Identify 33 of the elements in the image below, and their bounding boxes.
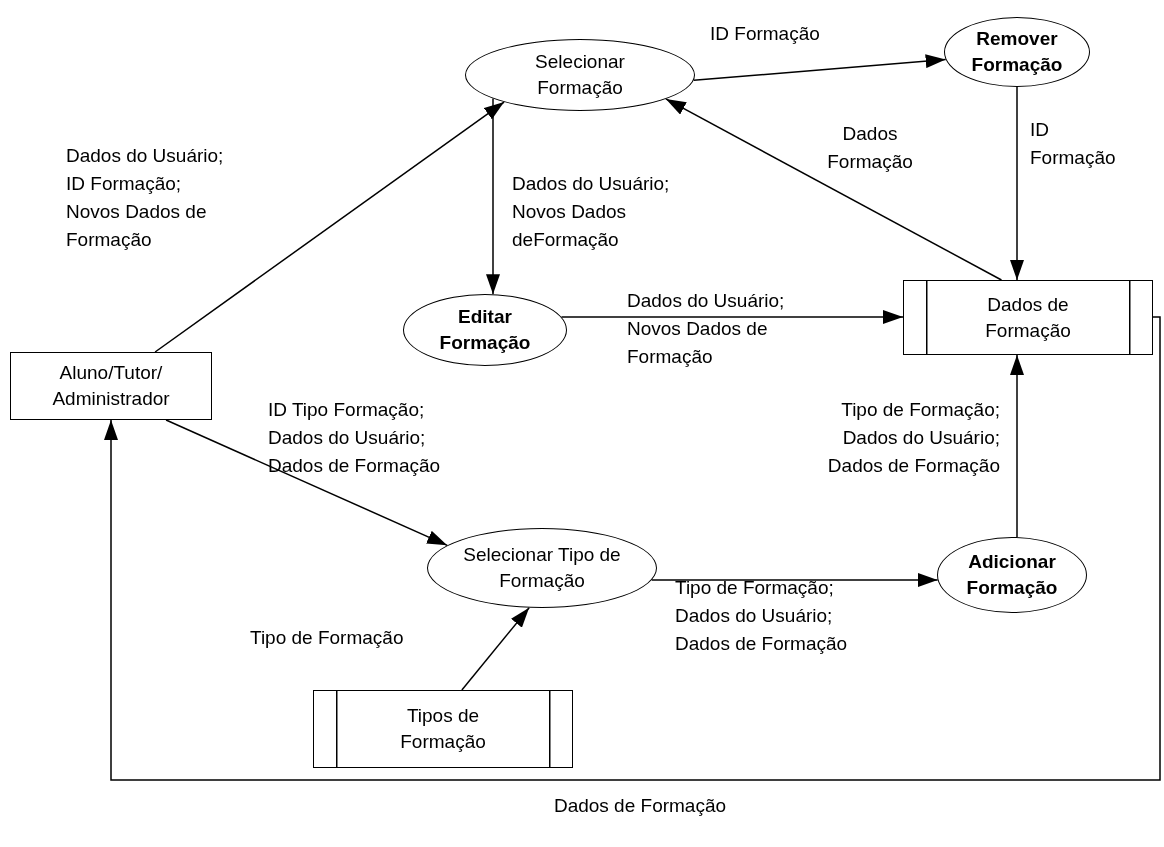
external-entity-box <box>10 352 212 420</box>
node-label: Editar Formação <box>438 305 532 355</box>
node-label: Selecionar Formação <box>534 50 626 100</box>
data-flow-arrow <box>461 607 530 691</box>
edge-label: Dados do Usuário; Novos Dados deFormação <box>512 172 671 252</box>
data-flow-arrow <box>693 54 947 81</box>
edge-label: ID Formação <box>1030 118 1117 170</box>
node-label: Tipos de Formação <box>399 704 487 754</box>
node-label: Aluno/Tutor/ Administrador <box>51 361 171 411</box>
data-flow-arrow <box>1010 86 1024 281</box>
data-flow-arrow <box>165 419 448 547</box>
node-label: Remover Formação <box>970 27 1064 77</box>
data-store <box>903 280 1153 355</box>
node-label: Selecionar Tipo de Formação <box>462 543 622 593</box>
data-flow-arrow <box>154 101 505 353</box>
edge-label: Dados do Usuário; Novos Dados de Formação <box>627 289 786 369</box>
edge-label: Tipo de Formação; Dados do Usuário; Dados de Formação <box>826 398 1000 478</box>
edge-label: ID Formação <box>710 22 820 46</box>
node-label: Dados de Formação <box>984 292 1072 343</box>
data-flow-arrow <box>1010 354 1024 538</box>
edge-label: Dados de Formação <box>552 794 728 818</box>
edge-label: Tipo de Formação; Dados do Usuário; Dados de Formação <box>675 576 849 656</box>
edge-label: ID Tipo Formação; Dados do Usuário; Dados de Formação <box>268 398 442 478</box>
node-label: Adicionar Formação <box>965 550 1059 600</box>
edge-label: Tipo de Formação <box>250 626 404 650</box>
data-flow-arrow <box>486 97 500 295</box>
data-flow-arrow <box>650 573 939 587</box>
data-flow-arrow <box>560 310 904 324</box>
data-flow-arrow <box>104 316 1161 781</box>
edge-label: Dados do Usuário; ID Formação; Novos Dados de Formação <box>66 144 225 252</box>
data-flow-arrow <box>665 98 1003 281</box>
edge-label: Dados Formação <box>826 122 914 174</box>
data-store <box>313 690 573 768</box>
